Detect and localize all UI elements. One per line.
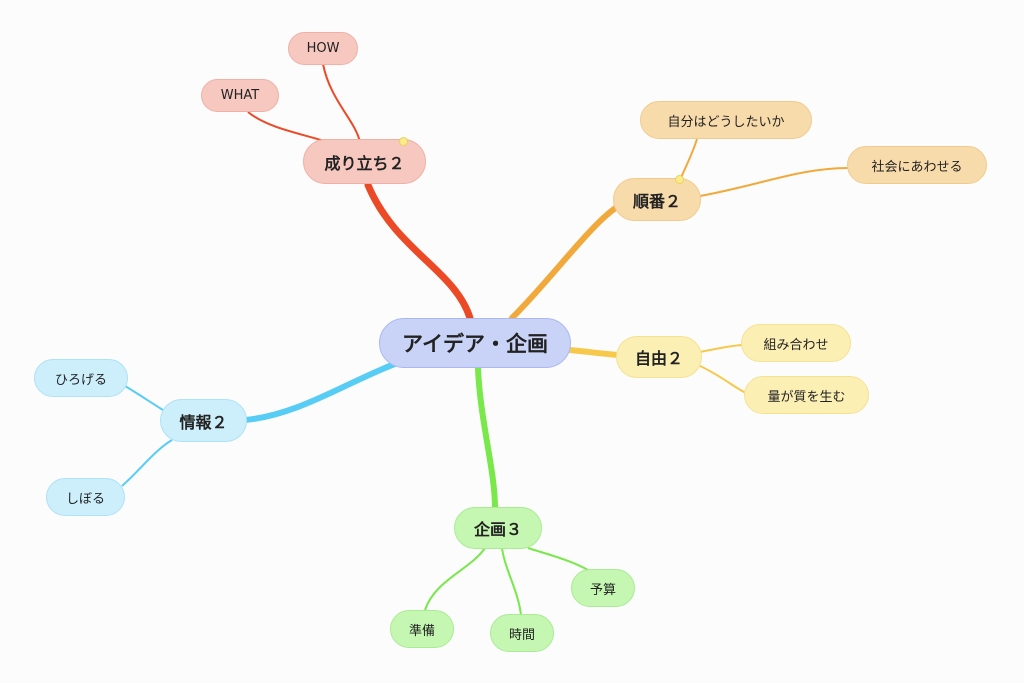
branch-jiyu[interactable]: 自由２ xyxy=(616,336,702,378)
node-jikan[interactable]: 時間 xyxy=(490,614,554,652)
link-jikan xyxy=(501,547,522,616)
node-label: 社会にあわせる xyxy=(871,159,963,175)
node-label: 準備 xyxy=(408,623,435,639)
node-junbi[interactable]: 準備 xyxy=(390,610,454,648)
node-how[interactable]: HOW xyxy=(288,32,358,65)
node-jibun[interactable]: 自分はどうしたいか xyxy=(640,101,812,139)
branch-label: 成り立ち２ xyxy=(324,153,405,173)
branch-label: 企画３ xyxy=(473,520,522,539)
branch-joho[interactable]: 情報２ xyxy=(160,399,247,442)
link-hirogeru xyxy=(124,385,164,411)
link-root-joho xyxy=(242,359,403,423)
link-root-kikaku xyxy=(475,365,498,511)
branch-junban[interactable]: 順番２ xyxy=(613,178,701,221)
node-label: 量が質を生む xyxy=(767,389,846,405)
node-kumiawase[interactable]: 組み合わせ xyxy=(741,324,851,362)
node-label: しぼる xyxy=(65,491,105,507)
link-kumiawase xyxy=(699,344,743,353)
link-shakai xyxy=(699,167,849,197)
node-label: 自分はどうしたいか xyxy=(667,114,785,130)
link-root-naritachi xyxy=(364,181,474,322)
node-what[interactable]: WHAT xyxy=(201,79,279,112)
node-hirogeru[interactable]: ひろげる xyxy=(34,359,128,397)
node-shakai[interactable]: 社会にあわせる xyxy=(847,146,987,184)
branch-label: 情報２ xyxy=(179,412,228,432)
note-marker-icon[interactable] xyxy=(399,137,408,146)
root-label: アイデア・企画 xyxy=(402,332,548,356)
link-root-jiyu xyxy=(567,347,621,358)
node-label: HOW xyxy=(306,41,340,56)
link-ryo xyxy=(699,365,747,394)
node-label: 組み合わせ xyxy=(763,337,829,353)
node-ryo[interactable]: 量が質を生む xyxy=(744,376,869,414)
branch-naritachi[interactable]: 成り立ち２ xyxy=(303,139,426,184)
note-marker-icon[interactable] xyxy=(675,175,684,184)
node-label: WHAT xyxy=(220,88,260,103)
branch-label: 自由２ xyxy=(634,349,683,368)
node-label: 予算 xyxy=(589,582,616,598)
node-yosan[interactable]: 予算 xyxy=(571,569,635,607)
node-label: 時間 xyxy=(508,627,535,643)
link-junbi xyxy=(424,547,486,611)
link-yosan xyxy=(527,547,589,571)
link-jibun xyxy=(679,138,698,181)
branch-kikaku[interactable]: 企画３ xyxy=(454,507,542,549)
node-shiboru[interactable]: しぼる xyxy=(46,478,125,516)
branch-label: 順番２ xyxy=(632,191,681,211)
node-label: ひろげる xyxy=(54,372,107,388)
link-shiboru xyxy=(121,439,173,487)
link-how xyxy=(322,63,361,143)
link-root-junban xyxy=(509,197,633,321)
root-node[interactable]: アイデア・企画 xyxy=(379,318,571,368)
